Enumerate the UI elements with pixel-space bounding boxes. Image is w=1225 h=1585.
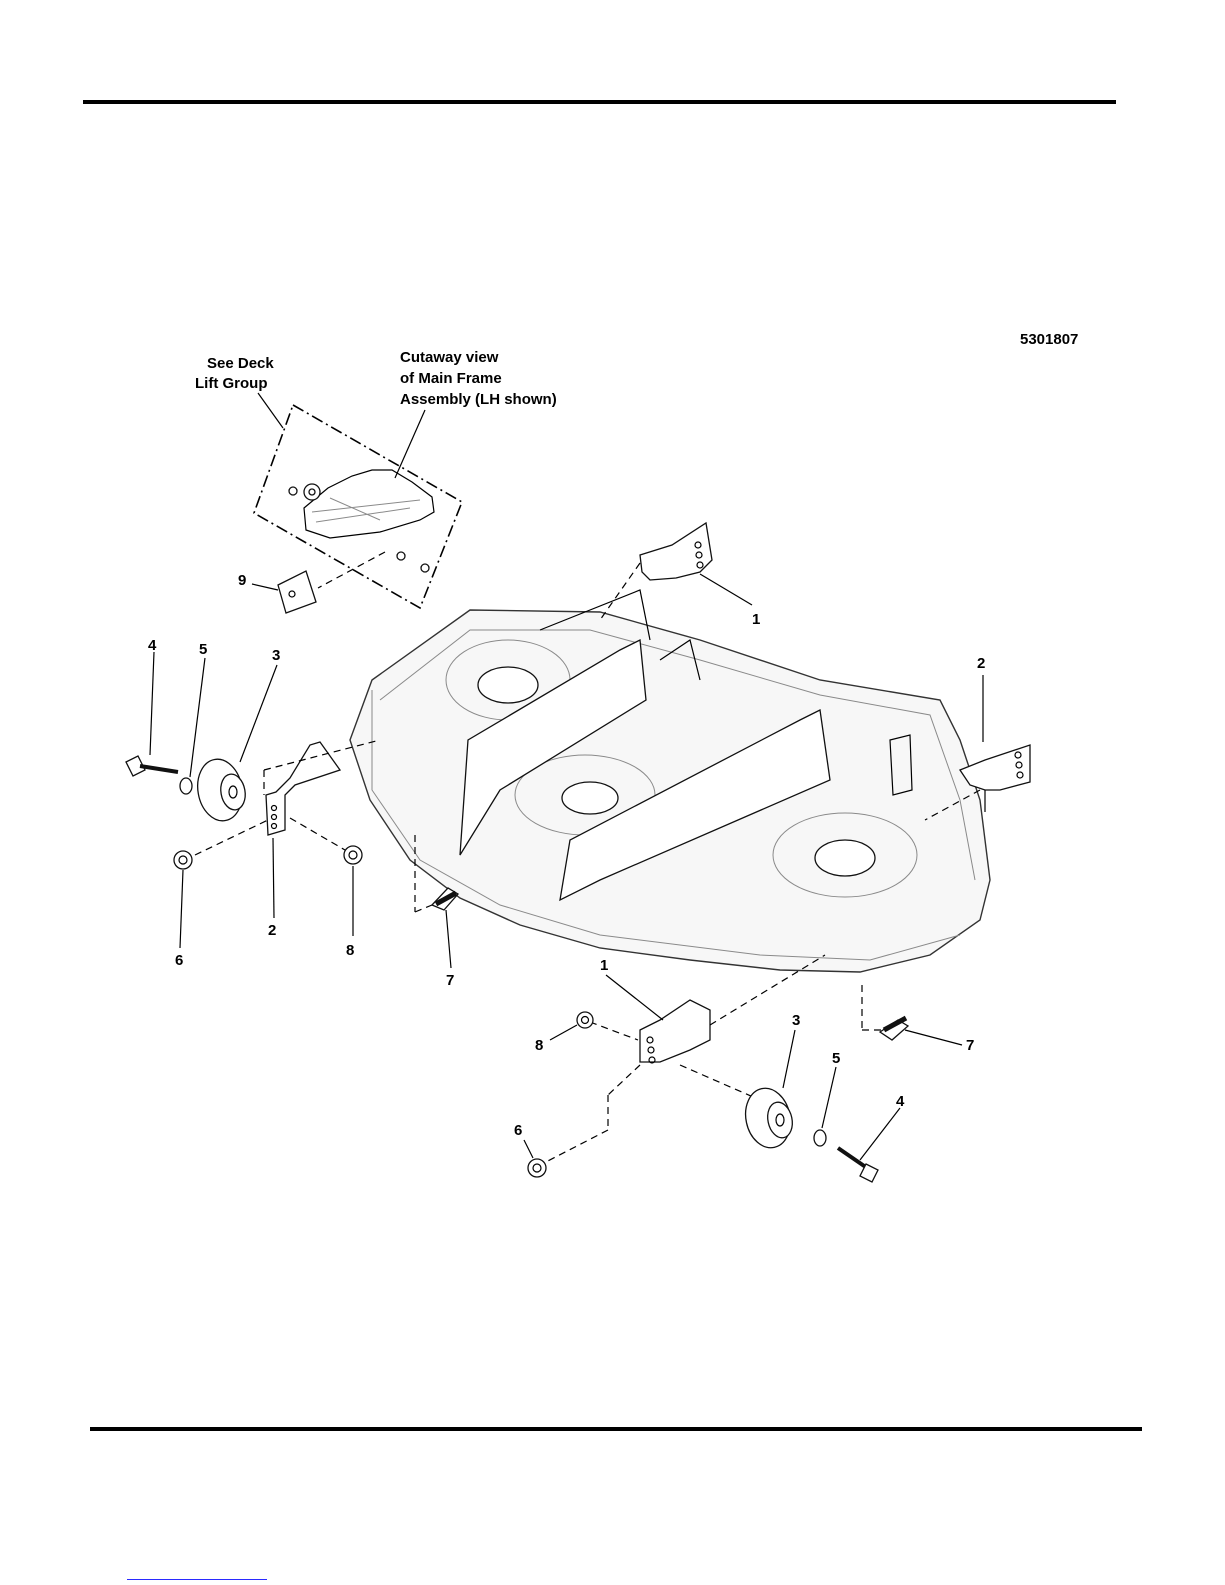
svg-text:7: 7 [446, 972, 454, 989]
svg-text:4: 4 [896, 1093, 905, 1110]
svg-text:2: 2 [977, 655, 985, 672]
callout-9: 9 [238, 572, 278, 590]
front-nut-6: 6 [514, 1122, 546, 1177]
svg-text:3: 3 [792, 1012, 800, 1029]
svg-text:6: 6 [175, 952, 183, 969]
svg-text:3: 3 [272, 647, 280, 664]
cutaway-inset [254, 405, 462, 613]
figure-id: 5301807 [1020, 331, 1078, 348]
front-wheel-assembly: 3 5 4 [740, 1012, 905, 1182]
front-carriage-bolt: 7 [862, 985, 974, 1054]
svg-text:8: 8 [346, 942, 354, 959]
svg-text:See Deck: See Deck [207, 355, 274, 372]
svg-text:6: 6 [514, 1122, 522, 1139]
svg-text:4: 4 [148, 637, 157, 654]
bracket-upper: 1 [600, 523, 760, 628]
svg-text:Lift Group: Lift Group [195, 375, 267, 392]
svg-text:9: 9 [238, 572, 246, 589]
cutaway-plate [278, 571, 316, 613]
left-gauge-wheel-assembly: 4 5 3 6 2 8 [126, 637, 380, 969]
front-nut-8: 8 [535, 1012, 593, 1054]
svg-text:Cutaway view: Cutaway view [400, 349, 499, 366]
deck-lift-note: See Deck Lift Group [195, 355, 274, 392]
svg-text:5: 5 [199, 641, 207, 658]
svg-text:5: 5 [832, 1050, 840, 1067]
cutaway-note: Cutaway view of Main Frame Assembly (LH … [400, 349, 557, 408]
svg-text:of Main Frame: of Main Frame [400, 370, 502, 387]
svg-text:1: 1 [752, 611, 760, 628]
svg-text:8: 8 [535, 1037, 543, 1054]
svg-text:2: 2 [268, 922, 276, 939]
svg-text:Assembly (LH shown): Assembly (LH shown) [400, 391, 557, 408]
svg-text:7: 7 [966, 1037, 974, 1054]
svg-text:1: 1 [600, 957, 608, 974]
